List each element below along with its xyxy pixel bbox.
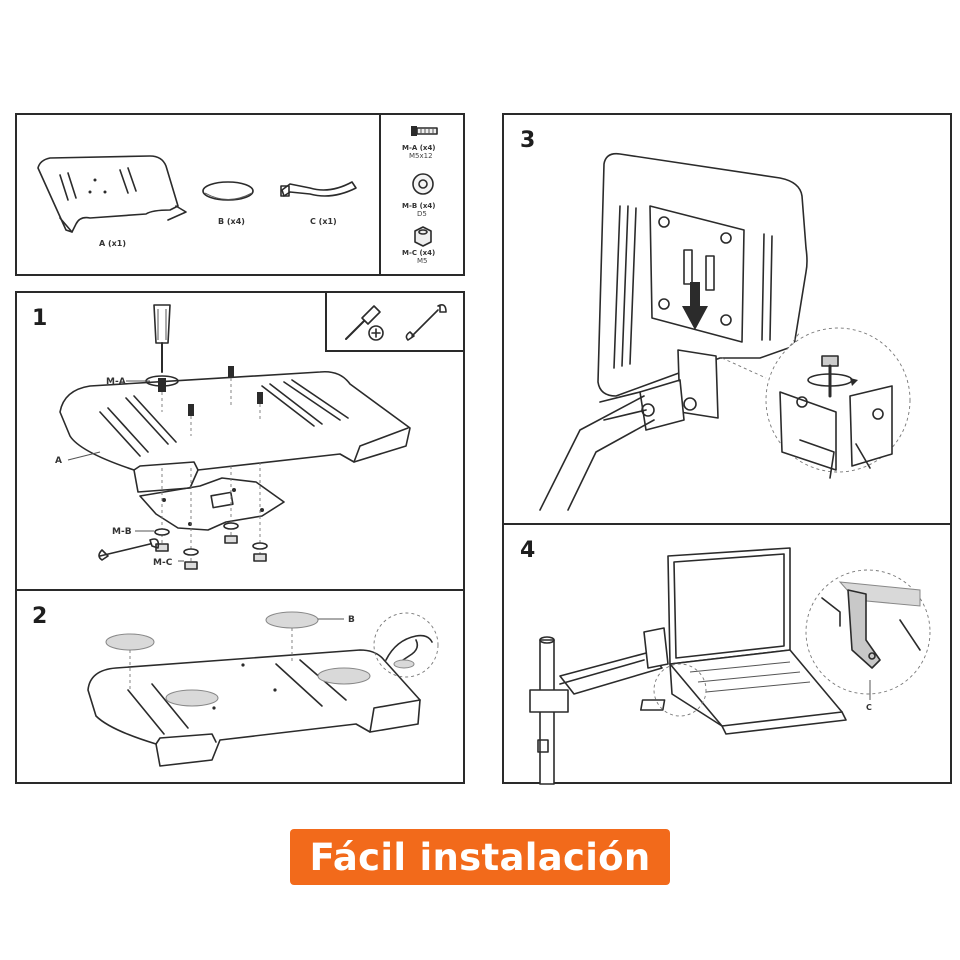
- hardware-ma-size: M5x12: [409, 152, 433, 160]
- screws-ma: [158, 366, 263, 436]
- step1-number: 1: [32, 306, 48, 331]
- vesa-plate-3: [649, 205, 745, 343]
- monitor-arm: [559, 627, 669, 695]
- step1-label-mc: M-C: [153, 558, 173, 568]
- washer-icon: [412, 173, 434, 195]
- washers-nuts: [154, 522, 268, 570]
- step2-label-b: B: [348, 615, 355, 625]
- hardware-mc-size: M5: [417, 257, 428, 265]
- part-c-label: C (x1): [310, 217, 337, 226]
- step1-label-mb: M-B: [112, 527, 132, 537]
- wrench-icon: [405, 304, 447, 341]
- screwdriver-icon: [345, 305, 384, 341]
- screw-icon: [411, 126, 438, 136]
- step2-number: 2: [32, 604, 48, 629]
- strap-detail: [805, 569, 931, 695]
- wrench-drawing: [98, 538, 160, 561]
- part-c-strap: [280, 181, 357, 197]
- part-b-label: B (x4): [218, 217, 245, 226]
- step1-label-a: A: [55, 456, 62, 466]
- desk-pole: [529, 636, 569, 785]
- vesa-plate: [139, 462, 285, 568]
- step3-number: 3: [520, 128, 536, 153]
- step1-label-ma: M-A: [106, 377, 126, 387]
- part-a-label: A (x1): [99, 239, 126, 248]
- easy-install-banner: Fácil instalación: [290, 829, 670, 885]
- laptop: [639, 547, 847, 735]
- part-b-pad: [202, 181, 254, 201]
- part-a-tray: [37, 155, 187, 233]
- arrow-down-icon: [682, 282, 708, 330]
- step4-number: 4: [520, 538, 536, 563]
- nut-icon: [414, 226, 432, 247]
- step4-label-c: C: [866, 703, 872, 712]
- peel-detail: [373, 612, 439, 678]
- hardware-mc-name: M-C (x4): [402, 249, 435, 257]
- plate-back: [597, 152, 808, 397]
- hardware-ma-name: M-A (x4): [402, 144, 436, 152]
- step2-panel: [15, 589, 465, 784]
- arm-mount: [539, 349, 719, 511]
- hardware-mb-size: D5: [417, 210, 427, 218]
- step1-tools-box: [325, 291, 465, 352]
- tray-a: [59, 370, 411, 493]
- screw-detail: [721, 327, 911, 479]
- hardware-mb-name: M-B (x4): [402, 202, 435, 210]
- pads-b: [105, 611, 371, 707]
